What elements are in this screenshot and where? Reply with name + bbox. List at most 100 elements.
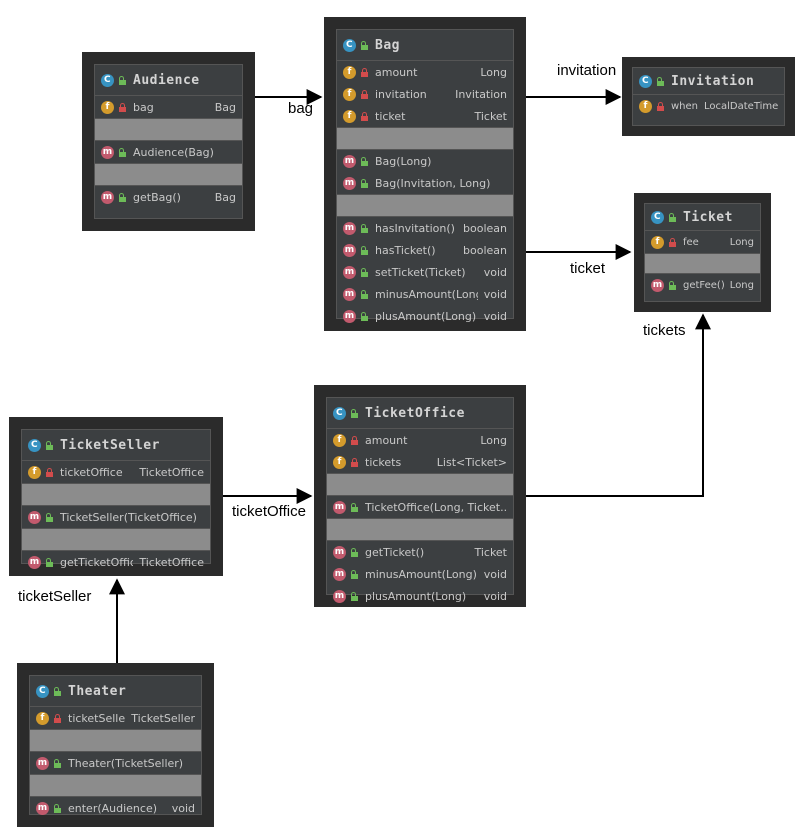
private-icon — [350, 435, 359, 445]
separator — [645, 253, 760, 274]
public-icon — [360, 267, 369, 277]
method-icon: m — [333, 500, 346, 514]
public-icon — [360, 245, 369, 255]
public-icon — [350, 502, 359, 512]
method-icon: m — [28, 555, 41, 569]
method-icon: m — [343, 221, 356, 235]
field-icon: f — [333, 455, 346, 469]
separator — [327, 518, 513, 541]
public-icon — [360, 40, 369, 50]
public-icon — [45, 557, 54, 567]
separator — [327, 473, 513, 496]
field-icon: f — [333, 433, 346, 447]
public-icon — [350, 547, 359, 557]
private-icon — [360, 89, 369, 99]
method-icon: m — [36, 801, 49, 815]
method-icon: m — [343, 176, 356, 190]
field-icon: f — [36, 711, 49, 725]
private-icon — [45, 467, 54, 477]
method-icon: m — [101, 190, 114, 204]
association-label-ticket: ticket — [570, 260, 606, 277]
method-icon: m — [343, 265, 356, 279]
arrow-ticketoffice-ticket — [526, 313, 711, 497]
field-icon: f — [28, 465, 41, 479]
public-icon — [360, 311, 369, 321]
public-icon — [53, 686, 62, 696]
class-icon: C — [343, 38, 356, 52]
field-icon: f — [343, 87, 356, 101]
separator — [30, 729, 201, 752]
field-icon: f — [639, 99, 652, 113]
association-label-bag: bag — [288, 100, 314, 117]
public-icon — [45, 440, 54, 450]
separator — [22, 528, 210, 551]
field-icon: f — [651, 235, 664, 249]
public-icon — [350, 569, 359, 579]
public-icon — [360, 289, 369, 299]
separator — [30, 774, 201, 797]
class-icon: C — [651, 210, 664, 224]
public-icon — [668, 280, 677, 290]
method-row: mgetTicketOffice()TicketOffice — [28, 555, 204, 569]
public-icon — [360, 156, 369, 166]
method-icon: m — [651, 278, 664, 292]
private-icon — [360, 67, 369, 77]
public-icon — [350, 408, 359, 418]
field-icon: f — [343, 65, 356, 79]
public-icon — [360, 223, 369, 233]
private-icon — [656, 101, 665, 111]
public-icon — [360, 178, 369, 188]
public-icon — [350, 591, 359, 601]
method-icon: m — [333, 589, 346, 603]
private-icon — [360, 111, 369, 121]
method-icon: m — [333, 545, 346, 559]
public-icon — [668, 212, 677, 222]
method-icon: m — [343, 287, 356, 301]
association-label-tickets: tickets — [643, 322, 686, 339]
public-icon — [53, 803, 62, 813]
method-icon: m — [343, 154, 356, 168]
public-icon — [118, 75, 127, 85]
method-icon: m — [28, 510, 41, 524]
public-icon — [118, 192, 127, 202]
field-icon: f — [343, 109, 356, 123]
association-label-ticketseller: ticketSeller — [18, 588, 92, 605]
method-icon: m — [101, 145, 114, 159]
method-icon: m — [36, 756, 49, 770]
